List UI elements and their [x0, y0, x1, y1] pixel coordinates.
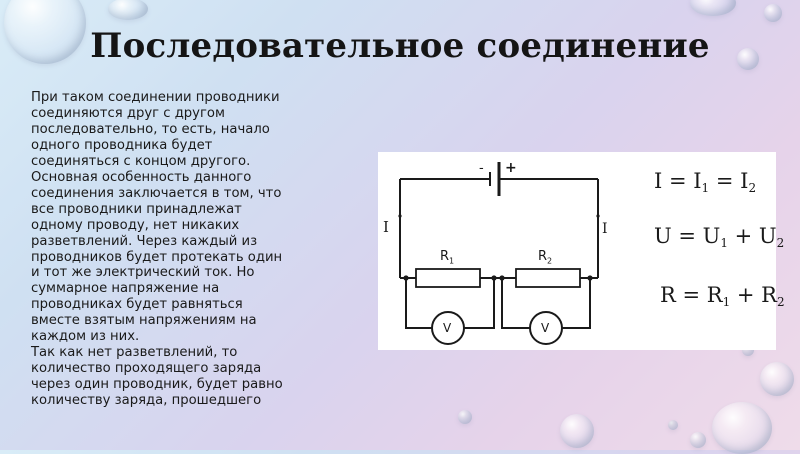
- body-text-line: одного проводника будет: [31, 137, 213, 153]
- formula-current-a-sub: 1: [701, 181, 710, 195]
- formula-voltage-b: + U: [727, 224, 777, 248]
- body-text-line: При таком соединении проводники: [31, 90, 280, 105]
- body-text-line: одному проводу, нет никаких: [31, 217, 240, 233]
- bubble-decoration: [737, 48, 759, 70]
- circuit-figure: - + I I R1 R2 V V I = I1 = I2 U = U1 + U…: [378, 152, 785, 350]
- slide-title: Последовательное соединение: [90, 26, 710, 66]
- body-text: При таком соединении проводники соединяю…: [31, 90, 331, 409]
- resistor-r2: [515, 268, 581, 288]
- junction-dot: [587, 275, 593, 281]
- resistor-r2-label: R2: [538, 249, 552, 266]
- wire: [405, 278, 432, 329]
- formula-current: I = I1 = I2: [654, 169, 756, 195]
- formula-current-a: I = I: [654, 169, 702, 193]
- formula-voltage-a-sub: 1: [720, 236, 728, 250]
- body-text-line: соединения заключается в том, что: [31, 185, 282, 201]
- body-text-line: суммарное напряжение на: [31, 281, 220, 297]
- resistor-r1-label-sub: 1: [449, 256, 455, 266]
- bubble-decoration: [560, 414, 594, 448]
- body-text-line: последовательно, то есть, начало: [31, 121, 270, 137]
- battery-minus-label: -: [479, 161, 484, 176]
- body-text-line: разветвлений. Через каждый из: [31, 233, 258, 249]
- battery-plus-label: +: [505, 160, 517, 176]
- voltmeter-v1-label: V: [443, 321, 452, 335]
- voltmeter-v2-label: V: [541, 321, 550, 335]
- bubble-decoration: [712, 402, 772, 454]
- resistor-r1-label: R1: [440, 249, 454, 266]
- resistor-r2-label-sub: 2: [547, 256, 553, 266]
- junction-dot: [491, 275, 497, 281]
- current-label-right: I: [602, 221, 608, 237]
- current-marker: [398, 214, 402, 218]
- bubble-decoration: [764, 4, 782, 22]
- voltmeter-v1: [431, 311, 465, 345]
- formula-resistance-a: R = R: [660, 283, 723, 307]
- bubble-decoration: [690, 0, 736, 16]
- bubble-decoration: [4, 0, 86, 64]
- series-circuit-diagram: [398, 162, 600, 345]
- bubble-decoration: [108, 0, 148, 20]
- current-label-left: I: [383, 218, 389, 236]
- formula-resistance: R = R1 + R2: [660, 283, 785, 309]
- bubble-decoration: [458, 410, 472, 424]
- formula-resistance-b-sub: 2: [776, 295, 785, 309]
- resistor-r1: [415, 268, 481, 288]
- body-text-line: каждом из них.: [31, 329, 140, 345]
- formula-voltage: U = U1 + U2: [654, 224, 784, 250]
- body-text-line: соединяться с концом другого.: [31, 153, 251, 169]
- body-text-line: количеству заряда, прошедшего: [31, 393, 262, 409]
- body-text-line: проводниках будет равняться: [31, 297, 243, 313]
- formula-current-b-sub: 2: [748, 181, 757, 195]
- body-text-line: вместе взятым напряжениям на: [31, 313, 257, 329]
- body-text-line: количество проходящего заряда: [31, 361, 262, 377]
- resistor-r1-label-base: R: [440, 249, 450, 264]
- formula-resistance-a-sub: 1: [722, 295, 731, 309]
- wire: [464, 278, 495, 329]
- body-text-line: и тот же электрический ток. Но: [31, 265, 255, 281]
- junction-dot: [499, 275, 505, 281]
- junction-dot: [403, 275, 409, 281]
- body-text-line: соединяются друг с другом: [31, 105, 225, 121]
- body-text-line: все проводники принадлежат: [31, 201, 242, 217]
- body-text-line: проводников будет протекать один: [31, 249, 283, 265]
- wire: [562, 278, 591, 329]
- body-text-line: Так как нет разветвлений, то: [31, 345, 238, 361]
- body-text-line: через один проводник, будет равно: [31, 377, 283, 393]
- bubble-decoration: [690, 432, 706, 448]
- wire: [501, 278, 530, 329]
- voltmeter-v2: [529, 311, 563, 345]
- formula-resistance-b: + R: [730, 283, 777, 307]
- current-marker: [596, 214, 600, 218]
- resistor-r2-label-base: R: [538, 249, 548, 264]
- formula-current-b: = I: [709, 169, 749, 193]
- bubble-decoration: [760, 362, 794, 396]
- bubble-decoration: [668, 420, 678, 430]
- formula-voltage-a: U = U: [654, 224, 721, 248]
- formula-voltage-b-sub: 2: [776, 236, 785, 250]
- body-text-line: Основная особенность данного: [31, 169, 252, 185]
